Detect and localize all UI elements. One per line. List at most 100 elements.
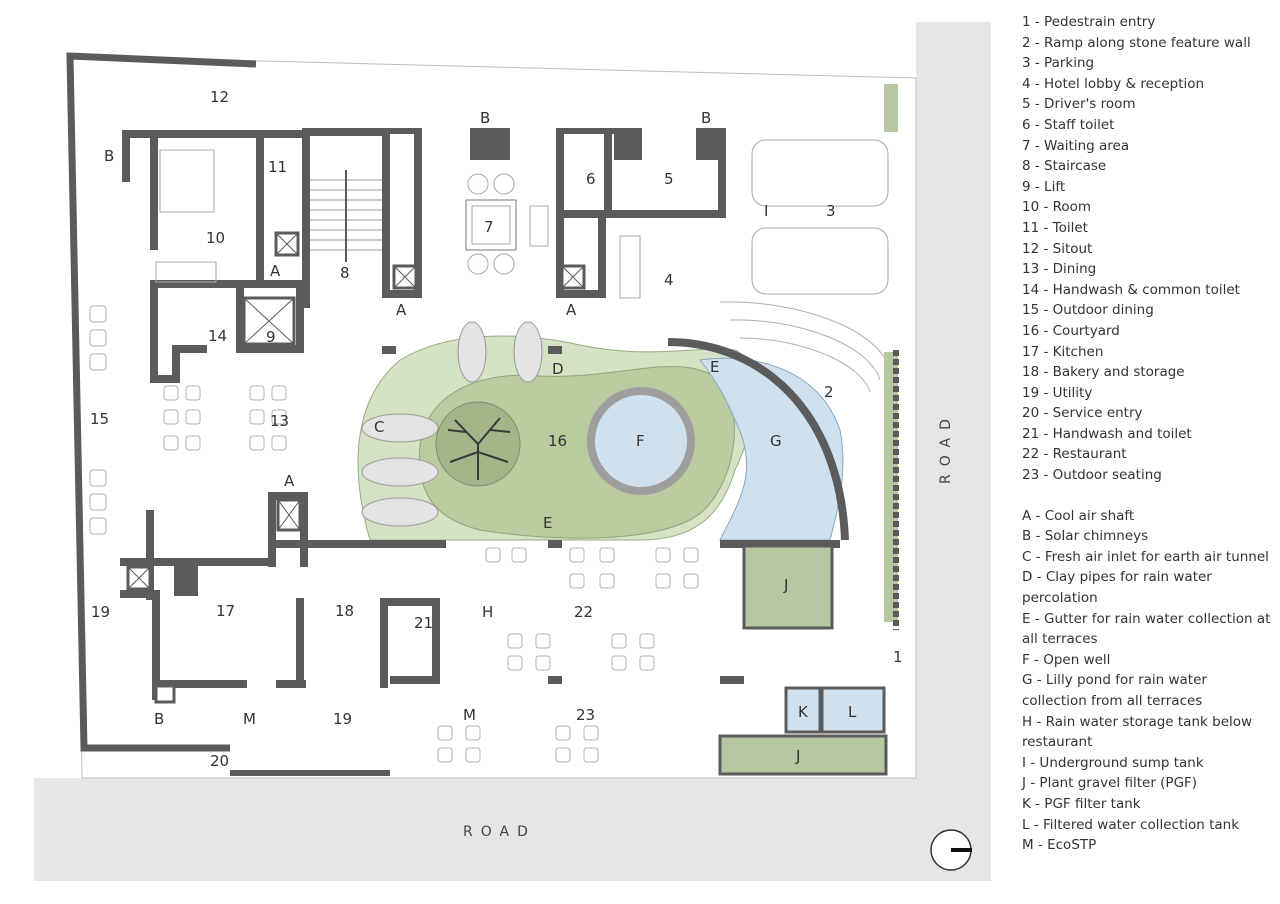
label-F: F	[636, 432, 645, 450]
legend-item-c: C - Fresh air inlet for earth air tunnel	[1022, 548, 1269, 565]
legend-item-9: 9 - Lift	[1022, 178, 1066, 195]
filtered-water-tank-l	[820, 686, 886, 734]
legend-item-h: H - Rain water storage tank below restau…	[1022, 713, 1253, 751]
legend-item-19: 19 - Utility	[1022, 384, 1093, 401]
label-A1: A	[270, 262, 281, 280]
label-1: 1	[893, 648, 903, 666]
label-14: 14	[208, 327, 227, 345]
outer-walls	[66, 52, 390, 776]
lift-cross	[243, 297, 295, 345]
legend-item-16: 16 - Courtyard	[1022, 322, 1120, 339]
label-19a: 19	[91, 603, 110, 621]
label-16: 16	[548, 432, 567, 450]
legend-item-b: B - Solar chimneys	[1022, 528, 1149, 545]
tree-branches	[447, 417, 511, 480]
label-4: 4	[664, 271, 674, 289]
label-D: D	[552, 360, 564, 378]
shaft-crosses	[127, 232, 585, 590]
north-arrow-icon	[930, 829, 972, 871]
legend-item-17: 17 - Kitchen	[1022, 343, 1104, 360]
legend-item-d: D - Clay pipes for rain water percolatio…	[1022, 569, 1212, 607]
road-right-area	[916, 22, 991, 822]
label-B2: B	[480, 109, 490, 127]
label-20: 20	[210, 752, 229, 770]
legend-item-14: 14 - Handwash & common toilet	[1022, 281, 1240, 298]
furniture	[155, 139, 889, 299]
label-2: 2	[824, 383, 834, 401]
label-11: 11	[268, 158, 287, 176]
label-22: 22	[574, 603, 593, 621]
label-B4: B	[154, 710, 164, 728]
label-6: 6	[586, 170, 596, 188]
air-inlet-petals	[361, 321, 543, 527]
legend-item-23: 23 - Outdoor seating	[1022, 467, 1162, 484]
legend-item-13: 13 - Dining	[1022, 261, 1097, 278]
interior-walls	[120, 128, 840, 700]
legend-letters: A - Cool air shaft B - Solar chimneys C …	[1022, 506, 1272, 856]
label-G: G	[770, 432, 782, 450]
label-J1: J	[783, 576, 788, 594]
ramp-lines	[719, 301, 891, 393]
label-E2: E	[543, 514, 552, 532]
site-floor-plan: 1 2 3 4 5 6 7 8 9 10 11 12 13 14 15 16 1…	[34, 22, 991, 881]
legend-item-21: 21 - Handwash and toilet	[1022, 425, 1192, 442]
label-3: 3	[826, 202, 836, 220]
label-M2: M	[463, 706, 476, 724]
legend-item-6: 6 - Staff toilet	[1022, 116, 1115, 133]
legend-item-f: F - Open well	[1022, 651, 1111, 668]
open-well-f	[587, 387, 695, 495]
legend-item-i: I - Underground sump tank	[1022, 754, 1204, 771]
label-I: I	[764, 202, 768, 220]
label-18: 18	[335, 602, 354, 620]
lily-pond-g	[699, 357, 844, 541]
label-M1: M	[243, 710, 256, 728]
label-E1: E	[710, 358, 719, 376]
label-8: 8	[340, 264, 350, 282]
label-15: 15	[90, 410, 109, 428]
legend-item-8: 8 - Staircase	[1022, 158, 1107, 175]
legend-item-4: 4 - Hotel lobby & reception	[1022, 75, 1205, 92]
legend-item-1: 1 - Pedestrain entry	[1022, 14, 1156, 30]
label-B1: B	[104, 147, 114, 165]
legend-item-3: 3 - Parking	[1022, 55, 1095, 72]
legend-numbers: 1 - Pedestrain entry 2 - Ramp along ston…	[1022, 12, 1272, 486]
label-H: H	[482, 603, 493, 621]
label-10: 10	[206, 229, 225, 247]
label-B3: B	[701, 109, 711, 127]
legend-item-11: 11 - Toilet	[1022, 219, 1088, 236]
label-19b: 19	[333, 710, 352, 728]
legend-item-g: G - Lilly pond for rain water collection…	[1022, 672, 1207, 709]
staircase-treads	[310, 170, 382, 262]
label-A4: A	[284, 472, 295, 490]
stone-feature-wall	[667, 338, 849, 541]
label-A3: A	[566, 301, 577, 319]
label-K: K	[798, 703, 809, 721]
legend-item-a: A - Cool air shaft	[1022, 507, 1135, 524]
legend-item-10: 10 - Room	[1022, 199, 1092, 216]
legend-item-7: 7 - Waiting area	[1022, 137, 1130, 154]
road-bottom-area	[34, 778, 991, 881]
green-strip-right	[884, 352, 898, 622]
legend-item-15: 15 - Outdoor dining	[1022, 302, 1154, 319]
plant-gravel-filter-j-top	[742, 544, 834, 630]
road-label-bottom: ROAD	[463, 824, 536, 840]
legend-item-2: 2 - Ramp along stone feature wall	[1022, 34, 1251, 51]
legend-item-12: 12 - Sitout	[1022, 240, 1093, 257]
legend: 1 - Pedestrain entry 2 - Ramp along ston…	[1022, 12, 1272, 856]
plant-gravel-filter-j-bottom	[718, 734, 888, 776]
legend-item-j: J - Plant gravel filter (PGF)	[1022, 775, 1198, 792]
road-label-right: ROAD	[938, 411, 954, 484]
legend-item-18: 18 - Bakery and storage	[1022, 364, 1185, 381]
label-L: L	[848, 703, 857, 721]
legend-item-k: K - PGF filter tank	[1022, 795, 1141, 812]
plan-labels: 1 2 3 4 5 6 7 8 9 10 11 12 13 14 15 16 1…	[90, 88, 903, 770]
label-9: 9	[266, 328, 276, 346]
label-21: 21	[414, 614, 433, 632]
legend-item-20: 20 - Service entry	[1022, 405, 1143, 422]
legend-item-m: M - EcoSTP	[1022, 837, 1097, 854]
green-strip-top	[884, 84, 898, 132]
pgf-filter-tank-k	[784, 686, 822, 734]
label-23: 23	[576, 706, 595, 724]
legend-gap	[1022, 486, 1272, 506]
legend-item-e: E - Gutter for rain water collection at …	[1022, 610, 1271, 648]
